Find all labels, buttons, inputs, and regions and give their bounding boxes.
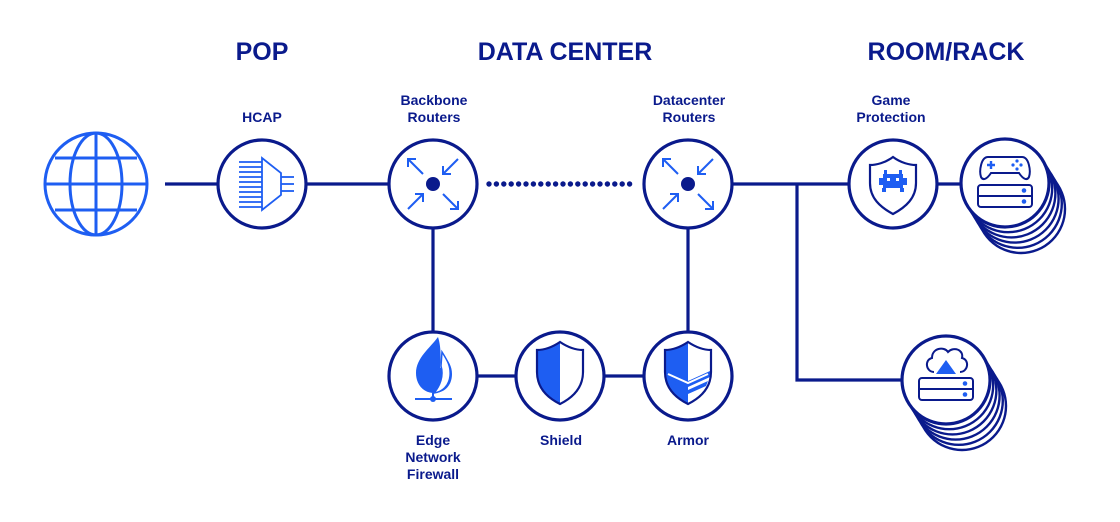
globe-icon [43,131,149,237]
armor-shield-icon [663,340,713,406]
dot [560,181,566,187]
hcap-node[interactable] [216,138,308,230]
firewall-label-line-3: Firewall [406,466,460,482]
backbone-routers-label: Backbone Routers [401,92,468,126]
game-protection-label-line-2: Protection [856,109,926,125]
dot [530,181,537,187]
backbone-routers-node[interactable] [387,138,479,230]
armor-label: Armor [667,432,709,449]
dot [626,181,633,187]
armor-label-line: Armor [666,432,710,448]
gamepad-server-stack-icon [977,156,1033,208]
backbone-label-line-1: Backbone [400,92,468,108]
cloud-servers-node[interactable] [900,334,1008,452]
edge-network-firewall-label: Edge Network Firewall [405,432,460,483]
hcap-label-line: HCAP [242,109,282,125]
link-backbone-datacenter-dotted [486,181,633,187]
dot [612,181,618,187]
dot [515,181,522,187]
dot [538,181,544,187]
link-to-cloud-servers [795,184,902,382]
firewall-label-line-2: Network [405,449,461,465]
shield-label: Shield [540,432,582,449]
section-room-rack: ROOM/RACK [867,38,1025,66]
dot [552,181,559,187]
datacenter-routers-node[interactable] [642,138,734,230]
dot [508,181,514,187]
datacenter-label-line-1: Datacenter [652,92,726,108]
game-servers-node[interactable] [959,137,1067,255]
backbone-label-line-2: Routers [407,109,461,125]
invader-shield-icon [868,155,918,216]
game-protection-label: Game Protection [856,92,925,126]
dot [597,181,603,187]
edge-network-firewall-node[interactable] [387,330,479,422]
dot [523,181,529,187]
router-arrows-icon [662,158,714,210]
section-data-center: DATA CENTER [477,38,653,66]
dot [589,181,596,187]
shield-icon [535,340,585,406]
dot [501,181,507,187]
firewall-label-line-1: Edge [415,432,451,448]
dot [575,181,581,187]
game-protection-node[interactable] [847,138,939,230]
datacenter-routers-label: Datacenter Routers [653,92,725,126]
datacenter-label-line-2: Routers [662,109,716,125]
hcap-label: HCAP [242,109,282,126]
section-pop: POP [235,38,289,66]
game-protection-label-line-1: Game [871,92,911,108]
router-arrows-icon [407,158,459,210]
dot [604,181,611,187]
flame-network-icon [415,337,452,402]
dot [545,181,551,187]
shield-label-line: Shield [539,432,583,448]
dot [619,181,625,187]
dot [486,181,492,187]
cloud-server-stack-icon [918,347,974,401]
shield-node[interactable] [514,330,606,422]
dot [567,181,574,187]
dot [493,181,500,187]
dot [582,181,588,187]
armor-node[interactable] [642,330,734,422]
funnel-icon [239,156,294,212]
